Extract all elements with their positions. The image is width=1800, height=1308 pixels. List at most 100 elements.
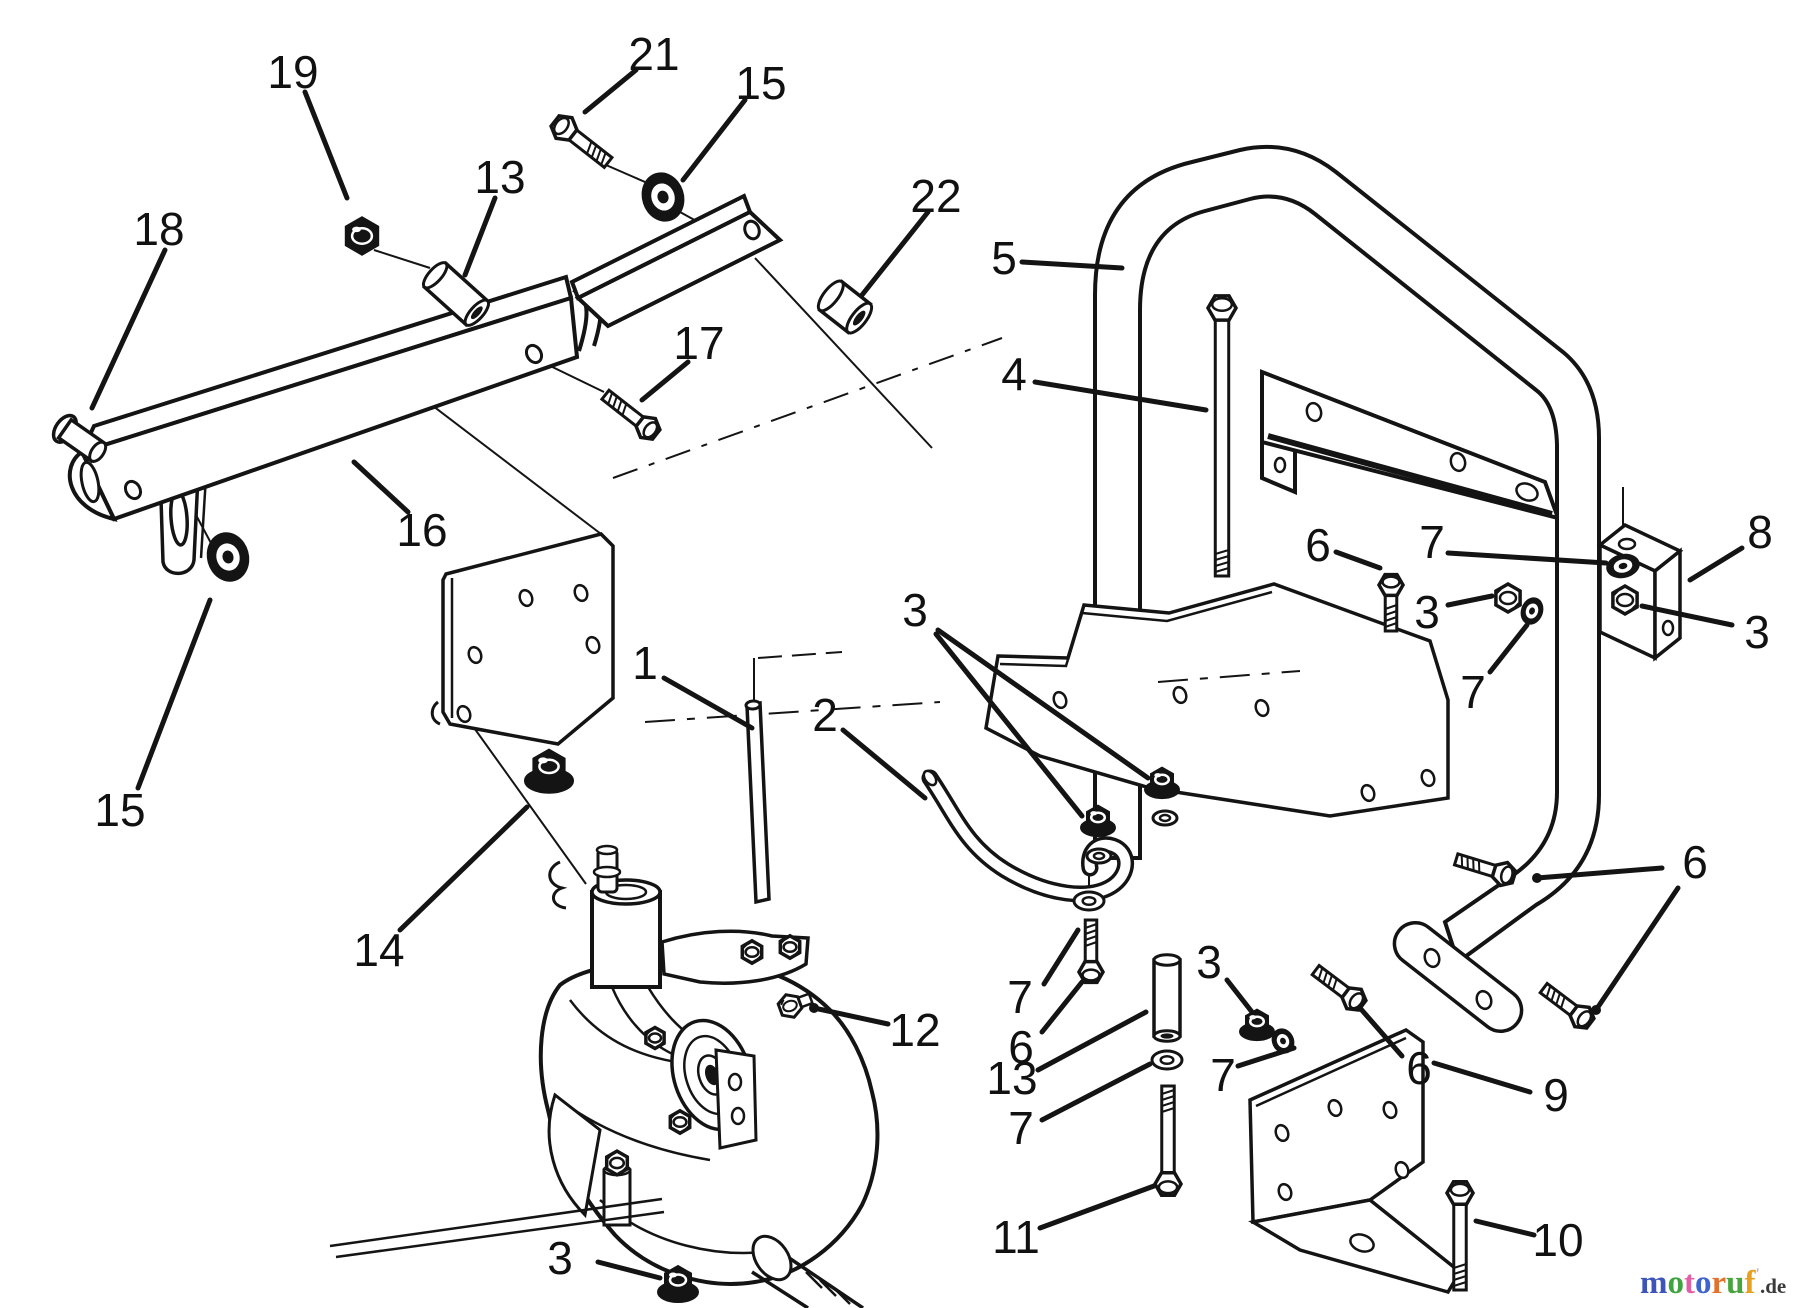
- gearbox: [329, 844, 880, 1308]
- frame-plate-hem: [999, 590, 1273, 668]
- callout-16-7: 16: [351, 459, 448, 556]
- gearbox-arm: [660, 929, 810, 985]
- nut-3-e: [657, 1264, 699, 1303]
- leader-line: [302, 89, 350, 201]
- callout-22-4: 22: [859, 170, 962, 298]
- channel-hole-2: [1449, 451, 1467, 473]
- leader-line: [1039, 979, 1085, 1035]
- washer-7-c: [1072, 890, 1106, 912]
- leader-line: [462, 195, 498, 278]
- spacer-13-b: [1152, 953, 1182, 1043]
- strap-hole-2: [1475, 989, 1493, 1011]
- bolt-6-top: [1376, 572, 1406, 633]
- nut-3-a: [1144, 766, 1180, 800]
- callout-6-25: 6: [1008, 979, 1085, 1073]
- washer-7-top: [1606, 553, 1640, 579]
- plate-9: [1248, 1027, 1425, 1225]
- callout-18-5: 18: [89, 203, 185, 411]
- callout-3-13: 3: [1414, 586, 1495, 638]
- plate9-hole-4: [1277, 1182, 1293, 1202]
- callout-label: 17: [673, 317, 724, 369]
- plate-left-outline: [441, 532, 615, 746]
- callout-15-2: 15: [680, 57, 787, 183]
- callout-label: 5: [991, 232, 1017, 284]
- callout-label: 4: [1001, 348, 1027, 400]
- callout-7-14: 7: [1460, 622, 1530, 718]
- leader-line: [1445, 550, 1609, 566]
- callout-label: 7: [1210, 1049, 1236, 1101]
- leader-line: [1445, 593, 1495, 608]
- bolt-10: [1444, 1179, 1476, 1292]
- plate-hole-1: [518, 588, 534, 608]
- frame-plate: [984, 582, 1450, 818]
- axle-hatching: [805, 1271, 851, 1305]
- motoruf-logo: motoruf'.de: [1640, 1265, 1786, 1301]
- callout-1-17: 1: [632, 637, 755, 731]
- handle-2-end: [922, 769, 938, 787]
- leader-line: [582, 67, 639, 115]
- callout-label: 6: [1406, 1042, 1432, 1094]
- bolt-11: [1152, 1084, 1184, 1198]
- callout-label: 3: [902, 584, 928, 636]
- logo-text: motoruf'.de: [1640, 1265, 1786, 1301]
- callout-5-8: 5: [991, 232, 1125, 284]
- callout-12-23: 12: [809, 1003, 941, 1056]
- leader-line: [1032, 379, 1209, 413]
- channel-edge-line: [1267, 433, 1553, 517]
- bolt-6-1: [1452, 852, 1518, 888]
- callout-3-29: 3: [1196, 936, 1255, 1015]
- gearbox-fin: [547, 1092, 602, 1219]
- gearbox-bolt-5: [644, 1025, 666, 1051]
- callout-label: 7: [1008, 1102, 1034, 1154]
- leader-line: [595, 1259, 663, 1281]
- callout-15-21: 15: [94, 597, 213, 836]
- callout-3-11: 3: [1639, 603, 1770, 658]
- beam-16: [67, 193, 784, 522]
- foot-strap-group: [1392, 921, 1524, 1033]
- leader-line: [661, 675, 755, 731]
- axis-bolt21: [605, 164, 646, 183]
- leader-line: [89, 247, 168, 411]
- leader-line: [1235, 1045, 1297, 1069]
- callout-label: 6: [1305, 519, 1331, 571]
- gearbox-bolt-4: [668, 1108, 692, 1136]
- callout-label: 9: [1543, 1069, 1569, 1121]
- washer-a: [1151, 809, 1179, 827]
- strap-hole-1: [1423, 947, 1441, 969]
- bolt-6-2: [1538, 981, 1596, 1030]
- plate-hole-3: [467, 645, 483, 665]
- callout-label: 3: [547, 1232, 573, 1284]
- dash-center-left: [644, 701, 941, 723]
- nut-14: [524, 748, 574, 794]
- gearbox-bolt-3: [604, 1149, 630, 1177]
- leader-line: [639, 359, 691, 403]
- beam-hole-17: [524, 343, 544, 365]
- callout-3-16: 3: [902, 584, 1151, 819]
- leader-line: [1687, 545, 1745, 583]
- leader-line: [1487, 622, 1530, 675]
- corner-line-h: [757, 651, 843, 659]
- callout-label: 14: [353, 924, 404, 976]
- gearbox-spring-clip: [548, 860, 568, 910]
- plate-bolt-bump: [430, 700, 441, 726]
- callout-label: 16: [396, 504, 447, 556]
- callout-19-0: 19: [267, 46, 350, 201]
- leader-dot: [1532, 873, 1542, 883]
- link-bar: [574, 209, 784, 329]
- leader-line: [397, 804, 530, 933]
- rod-1: [745, 700, 771, 905]
- shackle-back-edge: [199, 475, 208, 559]
- tower-shaft-top: [595, 844, 619, 856]
- gearbox-bracket: [714, 1048, 758, 1150]
- callout-3-33: 3: [547, 1232, 663, 1284]
- plate-hole-5: [456, 704, 472, 724]
- bolt-6-d: [1076, 918, 1106, 985]
- leader-line: [840, 727, 928, 801]
- frame-dash-line: [1157, 670, 1301, 683]
- leader-line: [1224, 977, 1255, 1015]
- leader-line: [1534, 865, 1665, 881]
- bolt-12: [776, 992, 814, 1019]
- dash-axis-22: [612, 337, 1003, 479]
- callout-13-26: 13: [986, 1009, 1149, 1104]
